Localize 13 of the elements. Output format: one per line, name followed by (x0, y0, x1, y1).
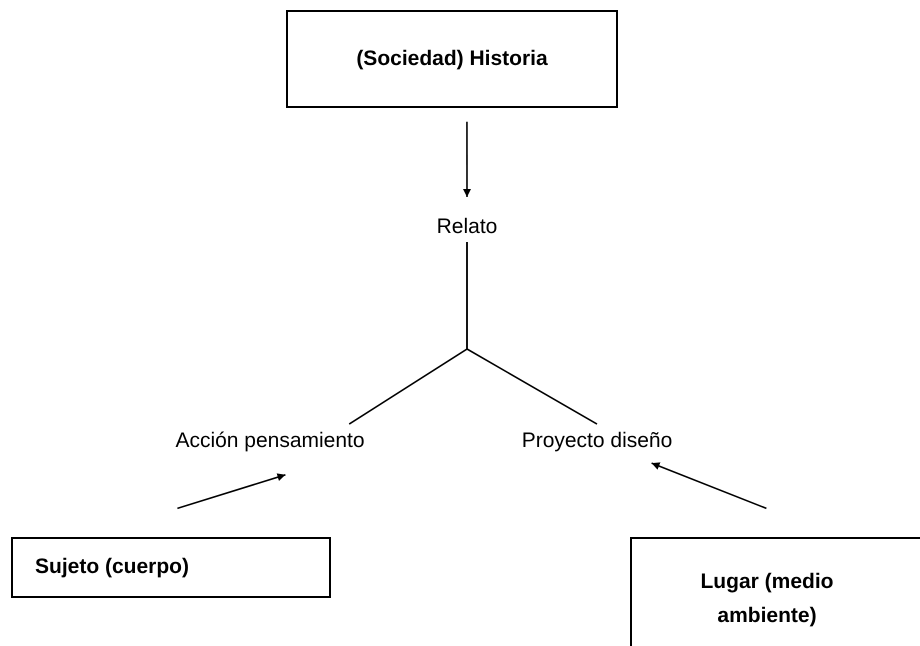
node-text: Proyecto diseño (522, 429, 672, 453)
node-text: Lugar (medio ambiente) (699, 569, 834, 629)
concept-box (630, 537, 920, 646)
title-box (286, 10, 618, 108)
node-text: Relato (436, 215, 498, 239)
arrow (651, 462, 767, 510)
arrow (463, 122, 471, 197)
connector-line (466, 242, 598, 425)
concept-box (11, 537, 331, 598)
node-text: Sujeto (cuerpo) (35, 554, 190, 580)
node-text: (Sociedad) Historia (356, 46, 548, 72)
node-text: Acción pensamiento (175, 429, 365, 453)
arrow (177, 473, 286, 510)
